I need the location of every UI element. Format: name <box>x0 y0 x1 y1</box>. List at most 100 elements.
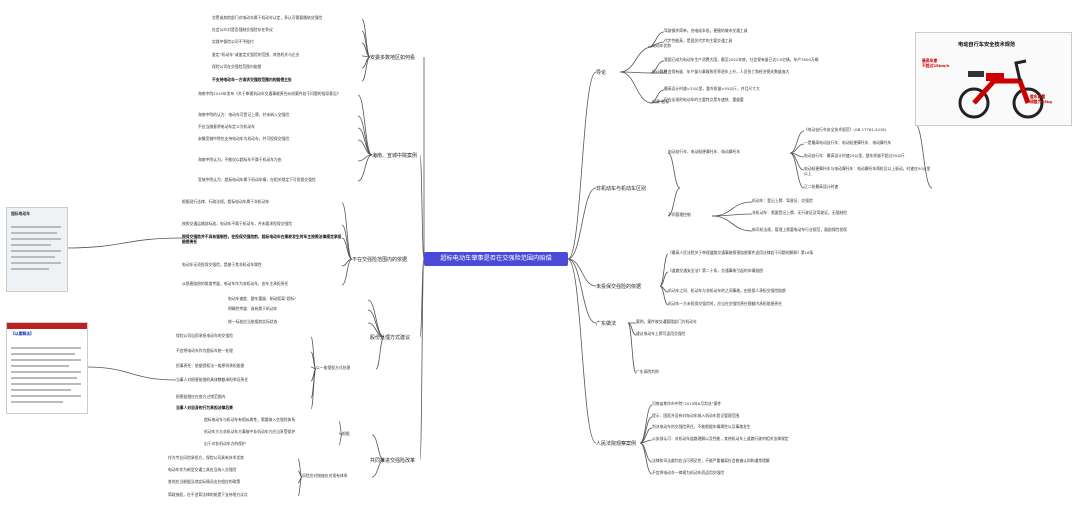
leaf: 代步性能高，是居民代步的主要交通工具 <box>664 38 733 43</box>
leaf: 我国已成为电动车生产消费大国，截至2022年底，社会保有量已达3.5亿辆，年产3… <box>664 57 819 62</box>
branch-not-in-range[interactable]: 不在交强险范围内的依据 <box>352 257 408 263</box>
branch-to-leaf <box>361 56 371 82</box>
branch-guangdong[interactable]: 广东做法 <box>596 321 617 327</box>
sub-types: 电动自行车、电动轻便摩托车、电动摩托车 <box>668 149 741 154</box>
root-to-right-branch <box>567 258 597 287</box>
root-to-left-branch <box>419 258 425 338</box>
leaf: 法律和司法裁判应当可预见性，不能严重偏离社会普遍认知和通常理解 <box>652 458 770 463</box>
branch-to-leaf <box>627 322 637 374</box>
leaf: 不宜将电动车一律视为机动车而适用交强险 <box>652 470 725 475</box>
leaf: 广东高院判例 <box>636 369 659 374</box>
leaf: 《道路交通安全法》第二十条，交通事故引起的车辆赔偿 <box>668 268 763 273</box>
leaf: 机动车：登记上牌、驾驶证、交强险 <box>752 198 813 203</box>
leaf: 简政放权，在不违背法律的前提下支持地方试点 <box>168 492 248 497</box>
leaf: 现在出现的电动车的主要特点是车速快、重量重 <box>664 97 744 102</box>
branch-majority[interactable]: 安委多数地区如何看 <box>370 55 416 61</box>
leaf: 宣城中院认为：超标电动车属于机动车辆，在相关规定下可投保交强险 <box>198 177 316 182</box>
doc-image-1-title: 超标电动车 <box>11 211 30 216</box>
ebike-image-title: 电动自行车安全技术规范 <box>958 42 1016 48</box>
leaf: 按照交通运输部标准，电动车不属于机动车，并未要求投保交强险 <box>182 221 293 226</box>
leaf: 海南中院认为，不能仅以超标车不属于机动车为由 <box>198 157 282 162</box>
leaf: 海南中院2019年发布《关于审理机动车交通事故责任纠纷案件若干问题的指导意见》 <box>198 91 341 96</box>
leaf: 电动车作为新型交通工具应当纳入交强险 <box>168 467 237 472</box>
leaf: 机动车一方未投保交强险时，应当在交强险责任限额内承担赔偿责任 <box>668 301 782 306</box>
connector-to-image <box>85 366 177 381</box>
leaf: 实践中保险公司不予赔付 <box>212 39 254 44</box>
leaf: 电动车速度、整车重量、制动距离“超标” <box>228 296 297 301</box>
leaf: 一是最高电动自行车、电动轻便摩托车、电动摩托车 <box>804 140 892 145</box>
branch-to-leaf <box>341 202 353 260</box>
branch-to-leaf <box>659 285 669 306</box>
leaf: 社会公众对是否强制交强险存在争议 <box>212 27 273 32</box>
sub-to-leaf <box>649 100 665 104</box>
branch-suggestion[interactable]: 股份处理方式建议 <box>370 335 411 341</box>
branch-to-sub <box>371 434 385 461</box>
branch-to-sub <box>375 336 385 370</box>
leaf: 非机动车：需要登记上牌，无行驶证及驾驶证，无强制险 <box>752 210 847 215</box>
ebike-icon <box>958 59 1044 119</box>
leaf: 案例，案件被交通管理部门为机动车 <box>636 319 697 324</box>
leaf: 安徽宣城中院也支持电动车为机动车，并可投保交强险 <box>198 136 290 141</box>
leaf: 判决电动车的交强险责任，不能根据车辆属性以及事故发生 <box>652 424 751 429</box>
ebike-image: 电动自行车安全技术规范 最高车速 不超过25km/h 整车质量 调整为55kg <box>915 32 1072 126</box>
branch-to-leaf <box>639 404 653 444</box>
leaf: 根据现行法律、行政法规，超标电动车属于非机动车 <box>182 199 270 204</box>
doc-image-2: 【以案释法】 <box>6 322 88 414</box>
sub-overstandard: 何谓“超标” <box>652 99 672 104</box>
root-to-left-branch <box>419 258 425 461</box>
leaf: 最高设计时速>25公里，整车质量>55公斤，并且尺寸大 <box>664 86 760 91</box>
doc-image-2-title: 【以案释法】 <box>11 331 34 336</box>
leaf: 电动自行车：最高设计时速25公里，整车质量不超过55公斤 <box>804 153 905 158</box>
leaf: 河南省焦作市中院“2019年8月判决”案件 <box>652 401 722 406</box>
sub-risk: 风险应对措施应对现有体系 <box>302 473 348 478</box>
sub-advantage: 电动车优势 <box>652 43 671 48</box>
root-to-right-branch <box>567 187 597 260</box>
leaf: 各地应当根据当地实际情况出台相应的政策 <box>168 479 241 484</box>
branch-reform[interactable]: 共同推进交强险改革 <box>370 458 416 464</box>
leaf: 当事人对自身的行为承担法律后果 <box>176 405 233 410</box>
leaf: 《电动自行车安全技术规范》(GB 17761-2018) <box>804 127 887 132</box>
leaf: 鉴定“机动车”或鉴定交强险的范围、其他机关与企业 <box>212 52 300 57</box>
sub-to-leaf <box>789 152 805 171</box>
leaf: 电动轻便摩托车与电动摩托车：电动摩托车两轮及以上驱动，时速在50公里以上 <box>804 166 931 176</box>
sub-to-leaf <box>647 41 665 48</box>
root-to-right-branch <box>567 71 597 260</box>
branch-basis[interactable]: 未投保交强险的依据 <box>596 284 642 290</box>
leaf: 提保交强险并不具有强制性，在投保交强险前，超标电动车在事故发生时车主按照法律规定… <box>182 234 342 244</box>
leaf: 不宜将电动车作为超标车统一处理 <box>176 348 233 353</box>
leaf: 出于对非机动车方的保护 <box>204 441 246 446</box>
leaf: 当事人对损害赔偿的具体数额承担举证责任 <box>176 377 249 382</box>
root-node[interactable]: 超标电动车肇事是否在交强险范围内赔偿 <box>424 252 568 266</box>
leaf: 新司机法规，管理上需要电动车行业规范，鼓励保险投保 <box>752 227 847 232</box>
sub-general-tort: 以一般侵权方式处理 <box>316 365 351 370</box>
branch-court-cases[interactable]: 人民法院观察案例 <box>596 441 637 447</box>
branch-daolun[interactable]: 导论 <box>596 70 607 76</box>
leaf: 作为专业风险承担方，保险公司具有技术优势 <box>168 455 244 460</box>
branch-to-sub <box>667 187 681 217</box>
branch-to-sub <box>371 459 385 478</box>
branch-to-leaf <box>341 258 353 286</box>
branch-to-leaf <box>639 439 653 444</box>
root-to-left-branch <box>419 154 425 260</box>
sub-stats: 统计数据 <box>652 69 668 74</box>
branch-to-leaf <box>659 271 669 287</box>
leaf: 海南中院的认为：电动车可登记上牌，并未纳入交强险 <box>198 112 290 117</box>
leaf: 超标电动车与机动车有相似属性，需要纳入交强险体系 <box>204 417 296 422</box>
leaf: 建议电动车上牌可适用交强险 <box>636 331 686 336</box>
leaf: 不应当随意将电动车定义为机动车 <box>198 124 255 129</box>
sub-to-leaf <box>310 351 317 370</box>
branch-to-leaf <box>367 299 385 338</box>
branch-difference[interactable]: 非机动车与机动车区别 <box>596 186 647 192</box>
branch-to-leaf <box>659 253 669 287</box>
ebike-tag-speed: 最高车速 不超过25km/h <box>922 58 950 68</box>
sub-management: 不同管理控制 <box>668 212 691 217</box>
leaf: 正二轮最高设计时速 <box>804 184 839 189</box>
branch-to-leaf <box>627 322 637 336</box>
leaf: 机动车方与非机动车方事故中非机动车方应当享受保护 <box>204 429 296 434</box>
branch-hainan[interactable]: 海南、宣城中院案例 <box>372 153 418 159</box>
branch-to-leaf <box>341 237 353 260</box>
branch-to-leaf <box>357 94 373 156</box>
connector-to-image <box>65 237 183 249</box>
doc-image-1: 超标电动车 <box>6 207 68 292</box>
